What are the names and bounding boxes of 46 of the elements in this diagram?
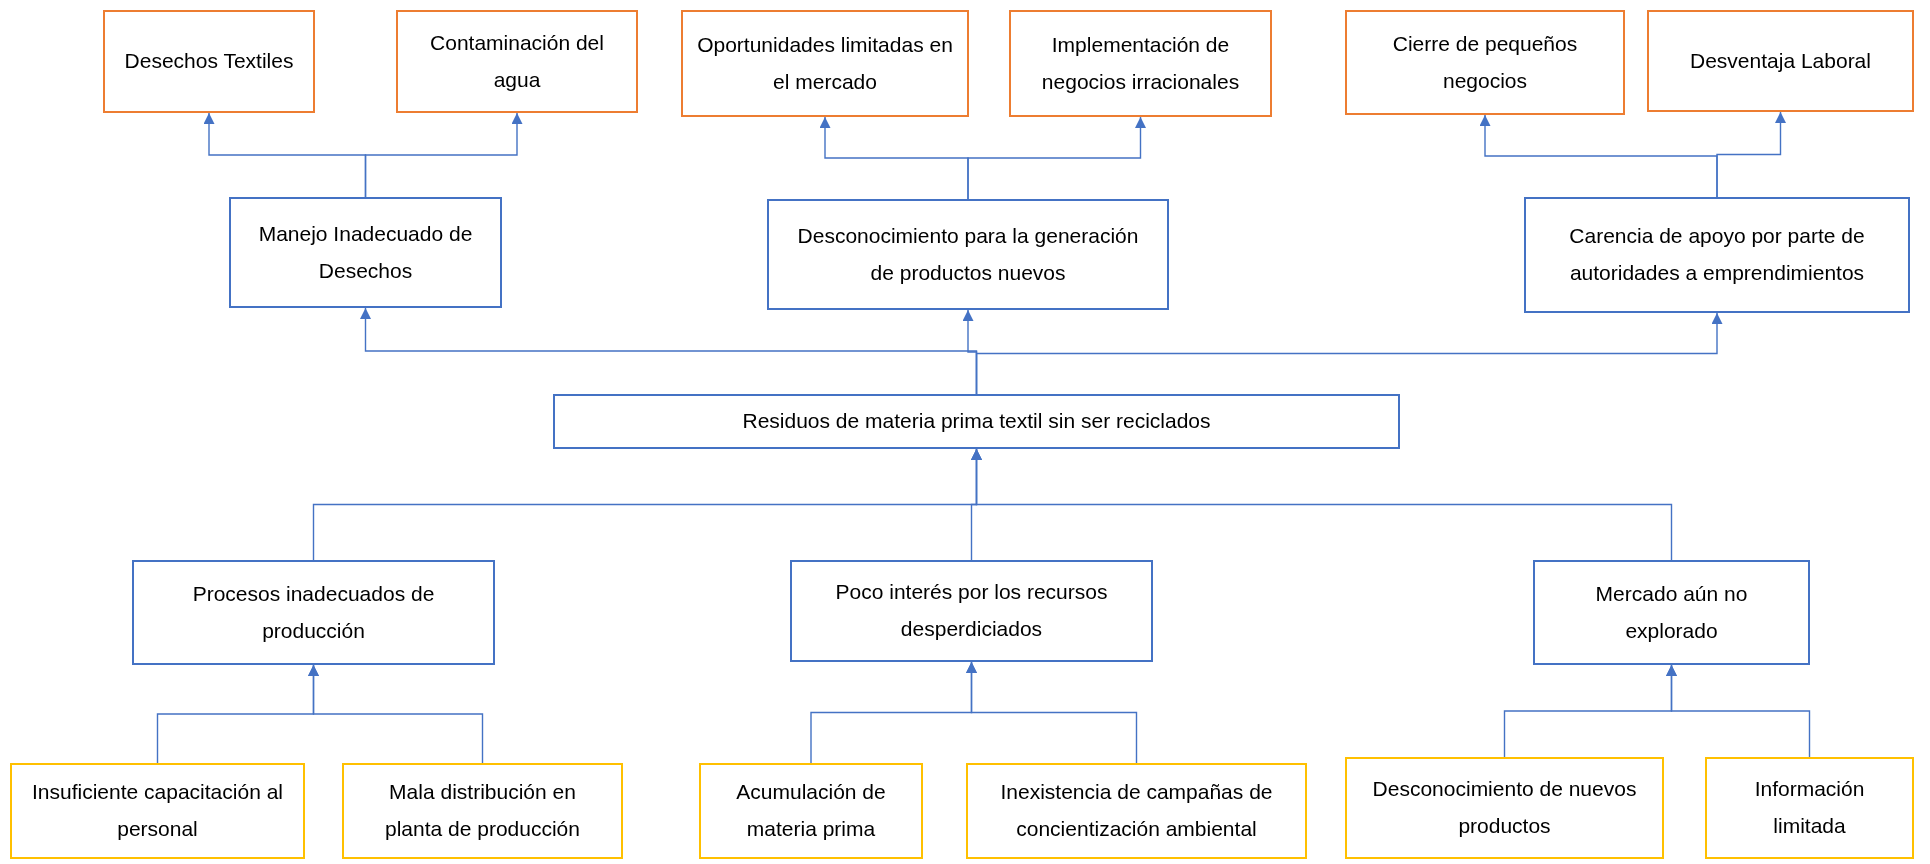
box-label: Implementación de negocios irracionales [1040,31,1241,95]
text-box [229,197,502,308]
text-box [1647,10,1914,112]
box-label: Desconocimiento de nuevos productos [1371,776,1638,839]
text-box [396,10,638,113]
box-label: Oportunidades limitadas en el mercado [697,31,953,95]
box-label: Desventaja Laboral [1690,47,1871,74]
box-label: Inexistencia de campañas de concientización ambiental [999,779,1274,842]
arrow [975,312,1723,395]
box-label: Manejo Inadecuado de Desechos [257,220,474,284]
box-label: Procesos inadecuados de producción [191,580,436,644]
box-label: Insuficiente capacitación al personal [31,779,284,842]
text-box [681,10,969,117]
box-label: Desconocimiento para la generación de productos nuevos [796,222,1140,286]
box-label: Mala distribución en planta de producción [384,779,581,842]
arrow [1716,111,1786,198]
text-box [1009,10,1272,117]
box-label: Carencia de apoyo por parte de autoridades a emprendimientos [1568,223,1866,286]
text-box [1524,197,1910,313]
text-box [767,199,1169,310]
box-label: Poco interés por los recursos desperdiciados [834,579,1109,642]
arrow [308,664,484,764]
arrow [966,661,1138,764]
arrow [1666,664,1811,758]
text-box [966,763,1307,859]
box-label: Acumulación de materia prima [735,779,887,842]
text-box [699,763,923,859]
text-box [790,560,1153,662]
text-box [1345,757,1664,859]
box-label: Desechos Textiles [124,48,294,75]
box-label: Cierre de pequeños negocios [1391,30,1579,94]
text-box [10,763,305,859]
text-box [132,560,495,665]
box-label: Residuos de materia prima textil sin ser reciclados [742,408,1211,435]
text-box [1705,757,1914,859]
text-box [553,394,1400,449]
arrow [971,448,1673,561]
box-label: Información limitada [1753,776,1866,839]
text-box [1533,560,1810,665]
text-box [342,763,623,859]
arrow [967,116,1146,200]
box-label: Mercado aún no explorado [1594,580,1749,644]
arrow [364,112,523,198]
box-label: Contaminación del agua [429,29,605,93]
text-box [103,10,315,113]
text-box [1345,10,1625,115]
